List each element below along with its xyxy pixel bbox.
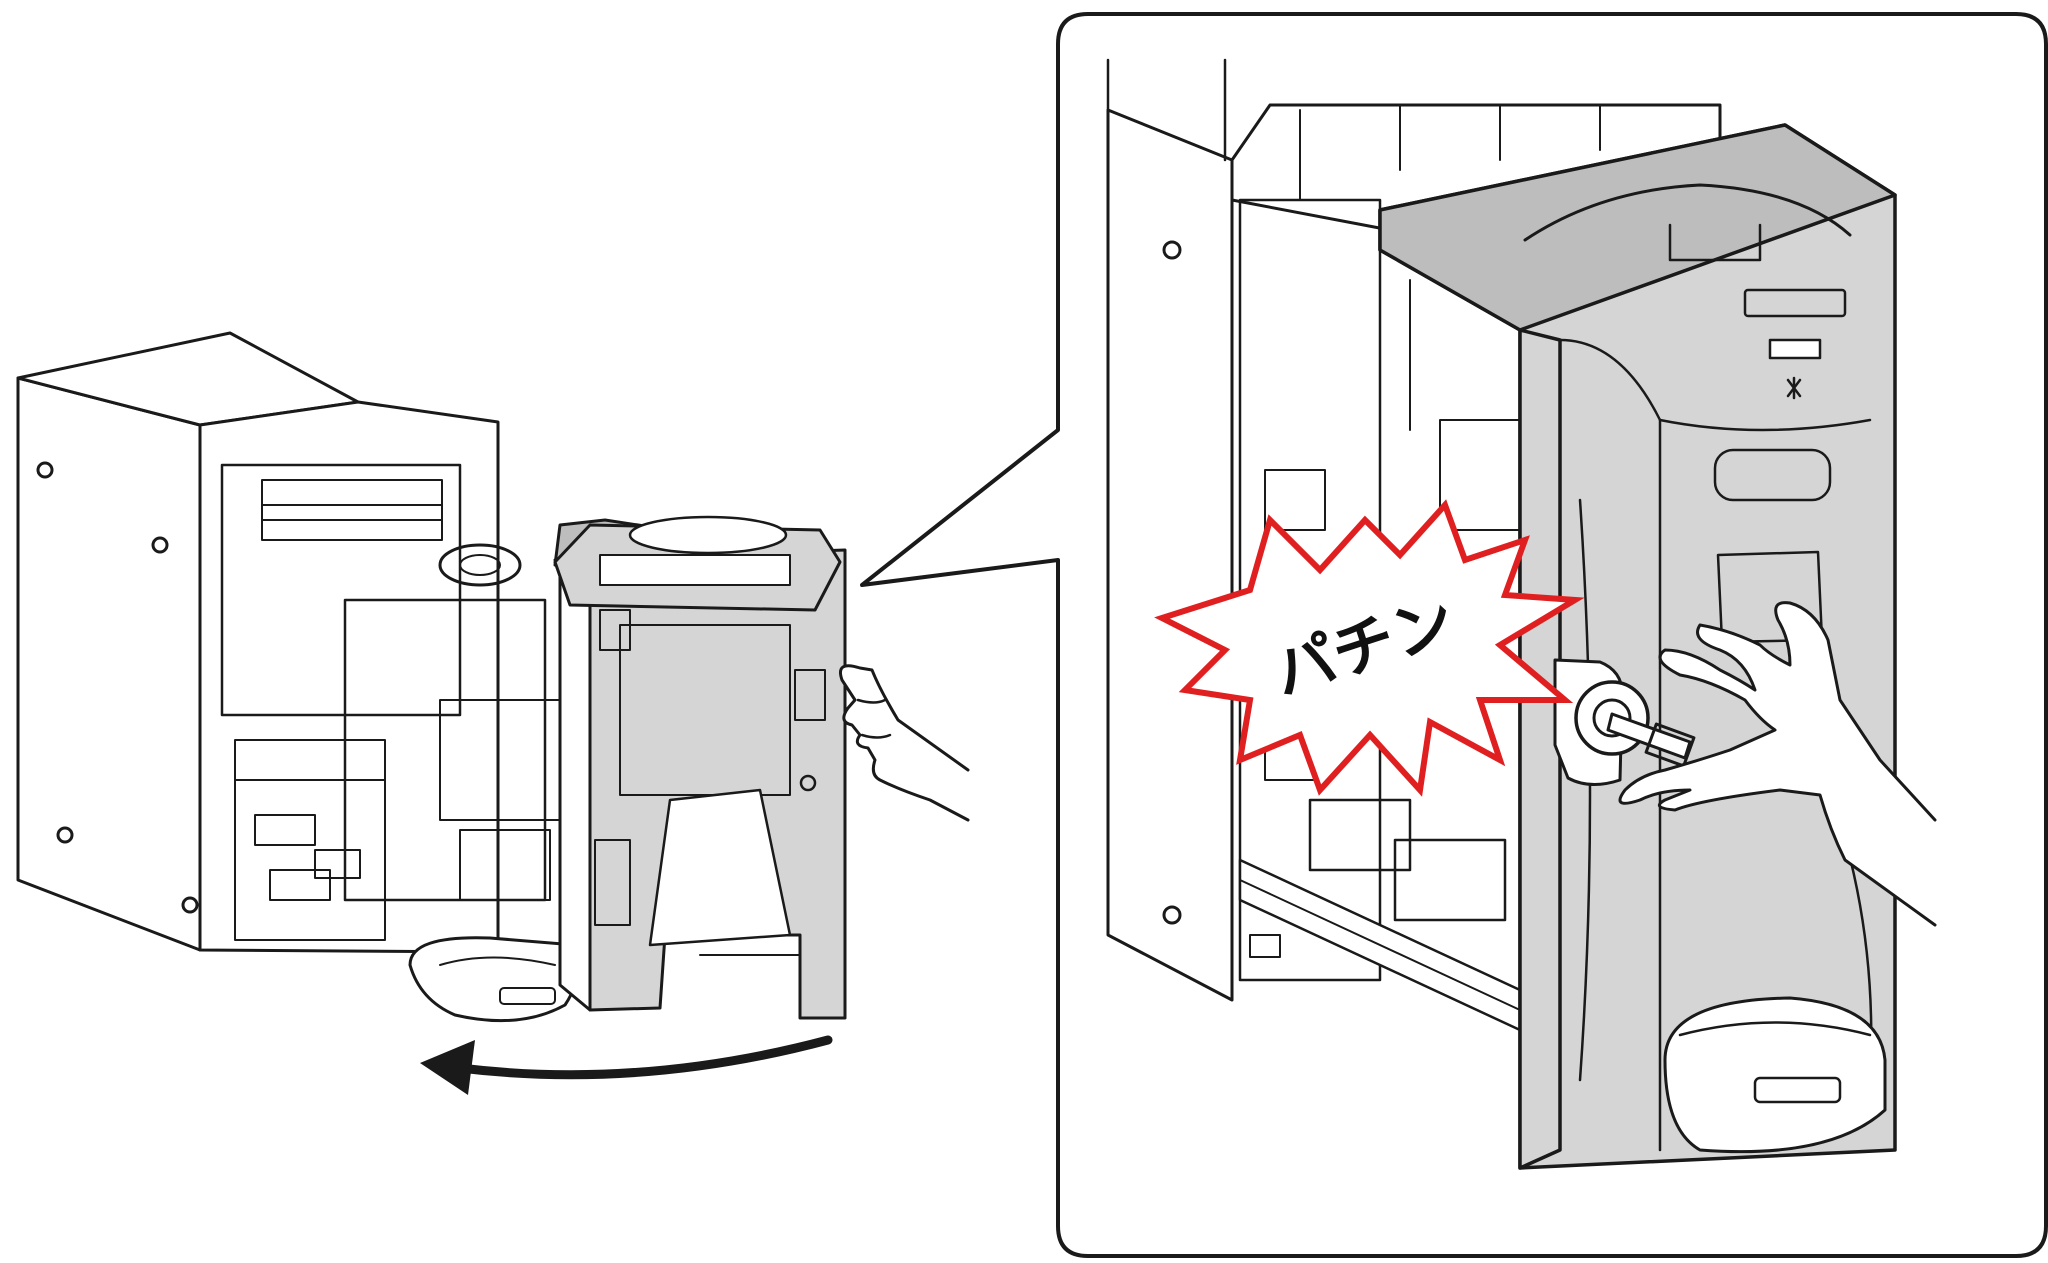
coin-tray	[408, 936, 580, 1023]
coin-cup	[1663, 996, 1887, 1154]
inner-mechanism	[1230, 103, 1722, 1032]
screw-icon	[36, 461, 199, 914]
curved-arrow-icon	[420, 1035, 833, 1095]
key-icon	[1606, 712, 1696, 788]
indicator-icon	[1786, 376, 1802, 400]
sound-effect-burst: パチン	[1154, 499, 1585, 797]
inner-mechanism	[220, 463, 571, 941]
machine-detail: パチン	[1106, 58, 1937, 1170]
front-panel	[1378, 123, 1897, 1170]
detail-callout-frame	[860, 12, 2048, 1258]
hand-icon	[1618, 601, 1937, 927]
front-door	[553, 515, 847, 1020]
hand-icon	[839, 664, 970, 822]
machine-overview	[16, 331, 970, 1095]
